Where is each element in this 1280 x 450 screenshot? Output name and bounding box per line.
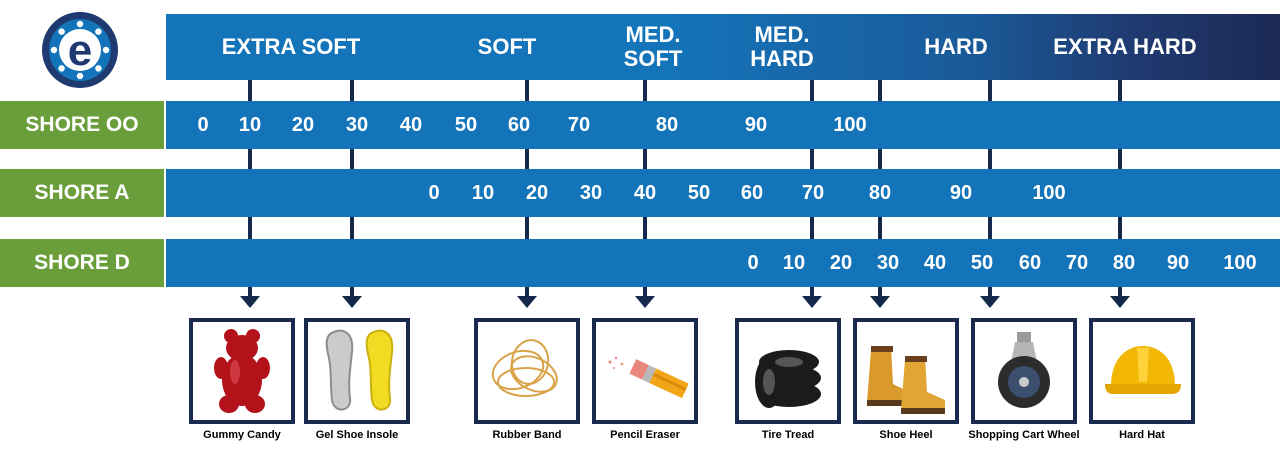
logo-dot <box>76 20 84 28</box>
caption-gel-shoe-insole: Gel Shoe Insole <box>315 429 399 441</box>
caption-shopping-cart-wheel: Shopping Cart Wheel <box>968 429 1080 441</box>
scale-band-shore-d: 0 10 20 30 40 50 60 70 80 90 100 <box>166 239 1280 287</box>
arrow-down-icon <box>240 296 260 308</box>
tick: 30 <box>876 252 900 274</box>
tick: 80 <box>1112 252 1136 274</box>
category-extra-soft: EXTRA SOFT <box>221 34 361 59</box>
tick: 90 <box>949 182 973 204</box>
gummy-bear-icon <box>214 329 270 413</box>
caption-pencil-eraser: Pencil Eraser <box>610 429 680 441</box>
arrow-down-icon <box>870 296 890 308</box>
tick: 10 <box>471 182 495 204</box>
hard-hat-icon <box>1105 346 1181 394</box>
example-box-shoe-heel <box>853 318 959 424</box>
tick: 50 <box>454 114 478 136</box>
arrow-down-icon <box>802 296 822 308</box>
caption-shoe-heel: Shoe Heel <box>879 429 933 441</box>
tick: 0 <box>747 252 759 274</box>
tick: 40 <box>399 114 423 136</box>
example-box-shopping-cart-wheel <box>971 318 1077 424</box>
example-box-hard-hat <box>1089 318 1195 424</box>
caster-wheel-icon <box>998 332 1050 408</box>
tick: 40 <box>923 252 947 274</box>
company-logo: e <box>40 10 120 90</box>
arrow-down-icon <box>980 296 1000 308</box>
scale-label-shore-oo: SHORE OO <box>0 101 164 149</box>
scale-band-shore-oo: 0 10 20 30 40 50 60 70 80 90 100 <box>166 101 1280 149</box>
tick: 100 <box>1032 182 1066 204</box>
caption-rubber-band: Rubber Band <box>492 429 562 441</box>
logo-dot <box>95 28 102 35</box>
example-box-tire-tread <box>735 318 841 424</box>
tick: 70 <box>1065 252 1089 274</box>
tick: 20 <box>291 114 315 136</box>
category-hard: HARD <box>924 34 988 59</box>
tick: 30 <box>345 114 369 136</box>
tick: 30 <box>579 182 603 204</box>
arrow-down-icon <box>342 296 362 308</box>
tick: 10 <box>782 252 806 274</box>
category-soft: SOFT <box>477 34 537 59</box>
tick: 100 <box>833 114 867 136</box>
scale-label-shore-d: SHORE D <box>0 239 164 287</box>
tick: 70 <box>567 114 591 136</box>
logo-dot <box>50 46 58 54</box>
svg-text:e: e <box>68 26 92 75</box>
logo-dot <box>102 46 110 54</box>
logo-dot <box>58 28 65 35</box>
example-box-pencil-eraser <box>592 318 698 424</box>
tire-icon <box>755 350 821 408</box>
tick: 60 <box>507 114 531 136</box>
arrow-down-icon <box>635 296 655 308</box>
category-extra-hard: EXTRA HARD <box>1053 34 1197 59</box>
logo-dot <box>76 72 84 80</box>
category-med-hard: MED. HARD <box>750 14 814 80</box>
category-med-soft-label: MED. SOFT <box>623 22 683 71</box>
tick: 20 <box>525 182 549 204</box>
tick: 80 <box>655 114 679 136</box>
example-box-rubber-band <box>474 318 580 424</box>
rubber-band-icon <box>491 339 558 397</box>
tick: 20 <box>829 252 853 274</box>
tick: 10 <box>238 114 262 136</box>
logo-dot <box>95 65 102 72</box>
tick: 40 <box>633 182 657 204</box>
scale-band-shore-a: 0 10 20 30 40 50 60 70 80 90 100 <box>166 169 1280 217</box>
category-med-hard-label: MED. HARD <box>750 22 814 71</box>
tick: 90 <box>744 114 768 136</box>
logo-e-icon: e <box>42 12 118 88</box>
tick: 0 <box>428 182 440 204</box>
example-box-gel-shoe-insole <box>304 318 410 424</box>
arrow-down-icon <box>517 296 537 308</box>
caption-hard-hat: Hard Hat <box>1119 429 1165 441</box>
hardness-category-banner: EXTRA SOFT SOFT MED. SOFT MED. HARD HARD… <box>166 14 1280 80</box>
example-box-gummy-candy <box>189 318 295 424</box>
caption-gummy-candy: Gummy Candy <box>203 429 281 441</box>
tick: 90 <box>1166 252 1190 274</box>
boots-icon <box>867 346 945 414</box>
tick: 100 <box>1223 252 1257 274</box>
pencil-eraser-icon <box>608 356 689 399</box>
tick: 0 <box>197 114 209 136</box>
tick: 80 <box>868 182 892 204</box>
tick: 50 <box>687 182 711 204</box>
tick: 60 <box>740 182 764 204</box>
category-med-soft: MED. SOFT <box>624 14 683 80</box>
scale-label-shore-a: SHORE A <box>0 169 164 217</box>
caption-tire-tread: Tire Tread <box>761 429 815 441</box>
tick: 50 <box>970 252 994 274</box>
shoe-insole-icon <box>325 329 394 411</box>
tick: 60 <box>1018 252 1042 274</box>
arrow-down-icon <box>1110 296 1130 308</box>
logo-dot <box>58 65 65 72</box>
tick: 70 <box>801 182 825 204</box>
